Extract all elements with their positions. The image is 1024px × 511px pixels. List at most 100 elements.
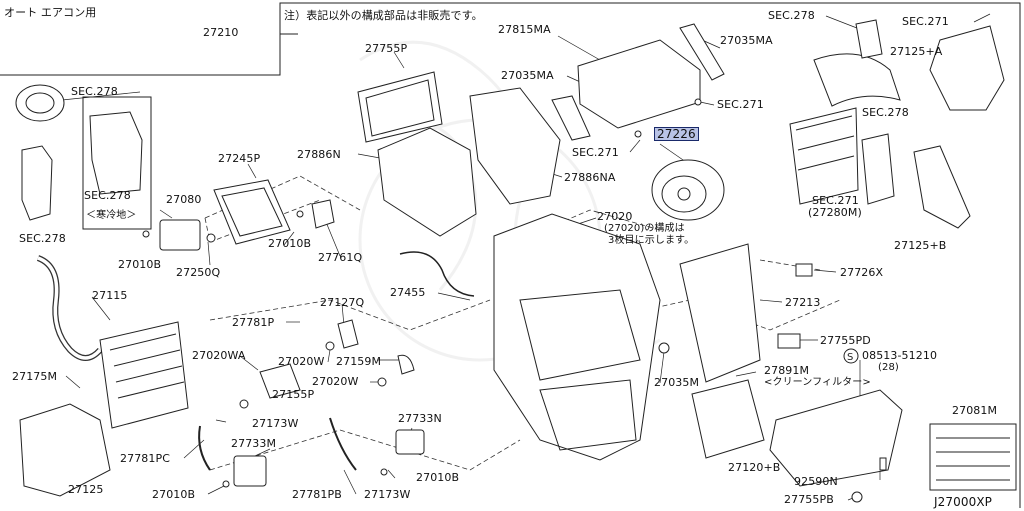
part-label-sec271-a[interactable]: SEC.271	[717, 98, 764, 111]
sensor-27726x	[795, 263, 813, 277]
part-label-92590n[interactable]: 92590N	[794, 475, 838, 488]
part-label-27455[interactable]: 27455	[390, 286, 426, 299]
part-label-27755pd[interactable]: 27755PD	[820, 334, 871, 347]
part-label-27173w-a[interactable]: 27173W	[252, 417, 299, 430]
part-label-27761q[interactable]: 27761Q	[318, 251, 363, 264]
frame-27245p	[213, 179, 291, 245]
part-label-sec278-a[interactable]: SEC.278	[71, 85, 118, 98]
intake-27886na	[469, 87, 561, 205]
screw-27010b-d	[222, 480, 230, 488]
part-label-27733m[interactable]: 27733M	[231, 437, 277, 450]
drawing-code: J27000XP	[934, 495, 992, 509]
heater-pipes	[36, 255, 103, 361]
seal-27035ma-top	[679, 23, 725, 81]
part-shapes	[15, 19, 1017, 503]
part-label-27781pb[interactable]: 27781PB	[292, 488, 342, 501]
intake-27886n	[377, 127, 477, 237]
wire-27455	[399, 251, 475, 297]
part-label-27175m[interactable]: 27175M	[12, 370, 58, 383]
cover-27815ma	[577, 39, 701, 129]
label-27081m	[929, 423, 1017, 491]
part-label-27127q[interactable]: 27127Q	[320, 296, 365, 309]
part-label-27020w-a[interactable]: 27020W	[278, 355, 325, 368]
screw-27010b-c	[380, 468, 388, 476]
tray-27120b	[769, 389, 903, 487]
part-label-27155p[interactable]: 27155P	[272, 388, 315, 401]
part-label-27755p[interactable]: 27755P	[365, 42, 408, 55]
part-label-27035m[interactable]: 27035M	[654, 376, 700, 389]
link-27127q	[337, 319, 359, 349]
part-label-27115[interactable]: 27115	[92, 289, 128, 302]
part-label-27081m[interactable]: 27081M	[952, 404, 998, 417]
cover-27213	[679, 243, 761, 383]
clip-sec271-a	[694, 98, 702, 106]
part-label-27020[interactable]: 27020	[597, 210, 633, 223]
filter-27891m	[691, 379, 765, 459]
motor-27733m	[233, 455, 267, 487]
part-label-27120b[interactable]: 27120+B	[728, 461, 781, 474]
part-label-27125a[interactable]: 27125+A	[890, 45, 943, 58]
part-label-27020wa[interactable]: 27020WA	[192, 349, 246, 362]
grille-sec278	[861, 133, 895, 205]
grommet-27020wa	[239, 399, 249, 409]
svg-text:S: S	[847, 352, 853, 363]
seal-27035ma-mid	[551, 95, 591, 141]
part-label-sec271-d-sub: (27280M)	[808, 206, 862, 219]
part-label-27250q[interactable]: 27250Q	[176, 266, 221, 279]
part-label-sec271-d[interactable]: SEC.271	[812, 194, 859, 207]
duct-27125a	[929, 25, 1005, 111]
bracket-sec278-top	[855, 19, 883, 59]
part-label-27080[interactable]: 27080	[166, 193, 202, 206]
gasket-27755p	[357, 71, 443, 143]
page-title: オート エアコン用	[4, 6, 97, 19]
part-label-27035ma-mid[interactable]: 27035MA	[501, 69, 554, 82]
sales-note: 注）表記以外の構成部品は非販売です。	[284, 9, 483, 22]
part-label-27173w-b[interactable]: 27173W	[364, 488, 411, 501]
part-note-27020-line1: (27020)の構成は	[604, 223, 685, 234]
part-label-27125[interactable]: 27125	[68, 483, 104, 496]
motor-27733n	[395, 429, 425, 455]
part-label-27226-highlighted[interactable]: 27226	[654, 127, 699, 141]
part-label-27815ma[interactable]: 27815MA	[498, 23, 551, 36]
part-label-27755pb[interactable]: 27755PB	[784, 493, 834, 506]
part-label-27010b-b[interactable]: 27010B	[268, 237, 312, 250]
part-label-27125b[interactable]: 27125+B	[894, 239, 947, 252]
part-label-27886na[interactable]: 27886NA	[564, 171, 616, 184]
part-label-27035ma-top[interactable]: 27035MA	[720, 34, 773, 47]
part-label-27891m[interactable]: 27891M	[764, 364, 810, 377]
part-label-27010b-d[interactable]: 27010B	[152, 488, 196, 501]
part-label-27891m-sub: <クリーンフィルター>	[764, 377, 871, 388]
duct-27125	[19, 403, 111, 497]
part-label-sec278-d[interactable]: SEC.278	[768, 9, 815, 22]
part-label-27886n[interactable]: 27886N	[297, 148, 341, 161]
part-qty-08513: (28)	[878, 362, 899, 373]
part-label-27010b-a[interactable]: 27010B	[118, 258, 162, 271]
part-label-sec271-c[interactable]: SEC.271	[902, 15, 949, 28]
duct-27125b	[913, 145, 971, 229]
part-label-sec278-e[interactable]: SEC.278	[862, 106, 909, 119]
part-label-sec278-b[interactable]: SEC.278	[84, 189, 131, 202]
part-note-27020-line2: 3枚目に示します。	[608, 235, 695, 246]
screw-27010b-b	[296, 210, 304, 218]
part-label-sec278-c[interactable]: SEC.278	[19, 232, 66, 245]
actuator-27761q	[311, 199, 335, 229]
cable-27781pb	[329, 417, 357, 471]
seal-27755pd	[777, 333, 801, 349]
part-label-sec271-b[interactable]: SEC.271	[572, 146, 619, 159]
screw-27250q	[206, 233, 216, 243]
evaporator-sec271	[789, 107, 859, 205]
part-label-27159m[interactable]: 27159M	[336, 355, 382, 368]
part-label-27781pc[interactable]: 27781PC	[120, 452, 171, 465]
grommet-27020w-b	[377, 377, 387, 387]
part-label-27213[interactable]: 27213	[785, 296, 821, 309]
part-label-27010b-c[interactable]: 27010B	[416, 471, 460, 484]
part-label-27733n[interactable]: 27733N	[398, 412, 442, 425]
part-label-08513-51210[interactable]: 08513-51210	[862, 349, 938, 362]
part-label-27781p[interactable]: 27781P	[232, 316, 275, 329]
part-label-27020w-b[interactable]: 27020W	[312, 375, 359, 388]
part-label-27210[interactable]: 27210	[203, 26, 239, 39]
part-label-27726x[interactable]: 27726X	[840, 266, 884, 279]
part-label-27245p[interactable]: 27245P	[218, 152, 261, 165]
